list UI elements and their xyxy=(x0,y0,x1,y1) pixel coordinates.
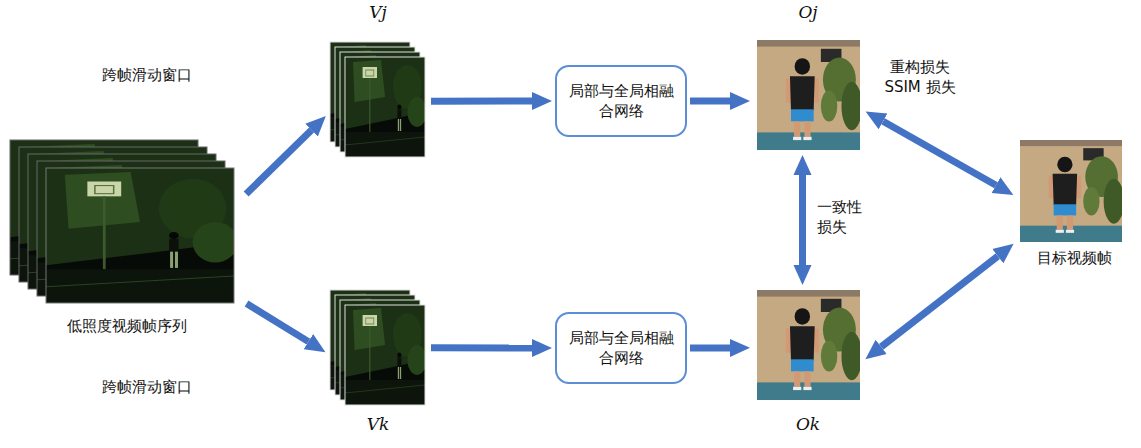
window-frame-stack xyxy=(330,290,427,405)
loss-arrow xyxy=(883,121,996,185)
frame-border xyxy=(46,168,234,303)
box-label: 局部与全局相融合网络 xyxy=(567,81,675,122)
edge-label: 重构损失 SSIM 损失 xyxy=(876,56,964,99)
target-frame xyxy=(1020,140,1124,242)
loss-arrow xyxy=(799,175,806,265)
video-frame xyxy=(345,57,427,157)
loss-arrow xyxy=(881,256,998,347)
output-image: Oj xyxy=(753,2,863,152)
video-frame xyxy=(345,305,427,405)
output-image: Ok xyxy=(753,288,863,434)
edge-label: 一致性损失 xyxy=(815,196,867,239)
output-frame xyxy=(757,40,862,150)
frame-border xyxy=(345,305,425,405)
image-caption: Vj xyxy=(369,2,387,22)
flow-arrow xyxy=(247,304,309,342)
image-caption: Vk xyxy=(367,414,390,434)
input-sequence: 低照度视频帧序列 xyxy=(10,136,244,336)
video-frame xyxy=(46,168,238,303)
output-frame xyxy=(757,290,862,400)
image-caption: 目标视频帧 xyxy=(1037,248,1112,268)
window-frame-stack xyxy=(330,42,427,157)
flow-arrow xyxy=(431,98,532,105)
flow-arrow xyxy=(690,344,730,351)
network-box: 局部与全局相融合网络 xyxy=(555,312,687,384)
target-image: 目标视频帧 xyxy=(1016,138,1132,268)
flow-arrow xyxy=(690,98,730,105)
flow-arrow xyxy=(431,344,532,351)
box-label: 局部与全局相融合网络 xyxy=(567,328,675,369)
frame-window: Vk xyxy=(328,288,428,434)
frame-window: Vj xyxy=(328,2,428,162)
image-caption: 低照度视频帧序列 xyxy=(67,316,187,336)
network-box: 局部与全局相融合网络 xyxy=(555,65,687,137)
frame-border xyxy=(345,57,425,157)
image-caption: Ok xyxy=(796,414,820,434)
image-caption: Oj xyxy=(798,2,817,22)
flow-arrow xyxy=(246,130,311,194)
input-frame-stack xyxy=(10,140,238,303)
edge-label: 跨帧滑动窗口 xyxy=(90,64,204,86)
edge-label: 跨帧滑动窗口 xyxy=(90,376,204,398)
